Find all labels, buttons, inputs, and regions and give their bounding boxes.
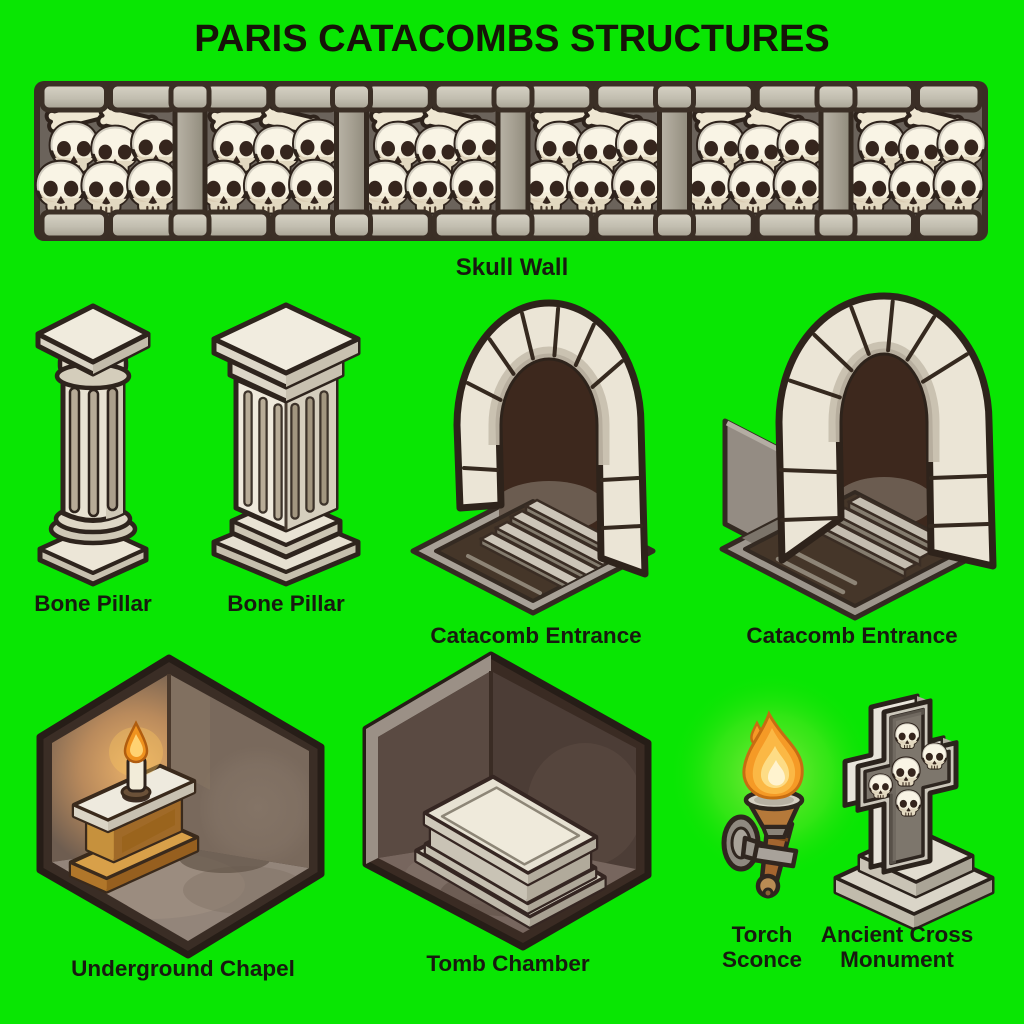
svg-text:Catacomb Entrance: Catacomb Entrance bbox=[430, 623, 641, 648]
svg-text:Skull Wall: Skull Wall bbox=[456, 254, 568, 281]
svg-text:Bone Pillar: Bone Pillar bbox=[227, 591, 345, 616]
svg-text:PARIS CATACOMBS STRUCTURES: PARIS CATACOMBS STRUCTURES bbox=[194, 18, 829, 60]
svg-text:Sconce: Sconce bbox=[722, 947, 802, 972]
svg-text:Tomb Chamber: Tomb Chamber bbox=[426, 951, 590, 976]
svg-text:Torch: Torch bbox=[732, 922, 793, 947]
svg-text:Underground Chapel: Underground Chapel bbox=[71, 956, 295, 981]
svg-text:Ancient Cross: Ancient Cross bbox=[821, 922, 974, 947]
svg-text:Monument: Monument bbox=[840, 947, 954, 972]
svg-text:Catacomb Entrance: Catacomb Entrance bbox=[746, 623, 957, 648]
svg-text:Bone Pillar: Bone Pillar bbox=[34, 591, 152, 616]
